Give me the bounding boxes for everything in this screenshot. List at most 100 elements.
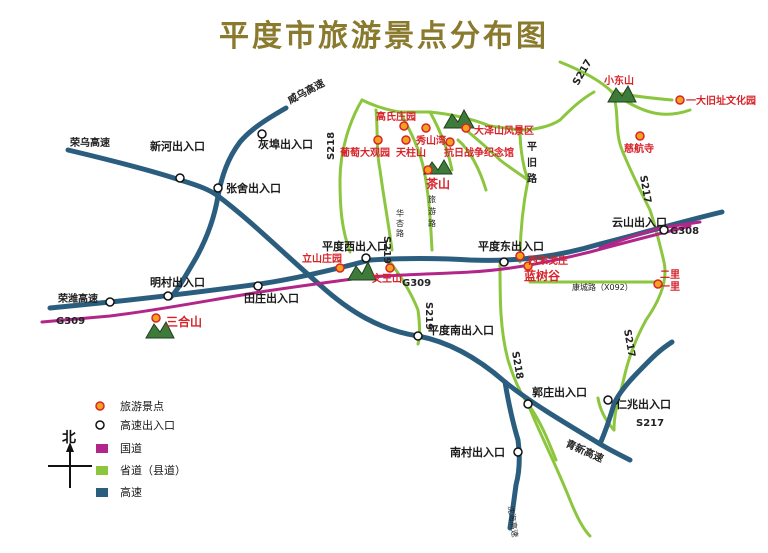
label-lvyou-1: 旅: [428, 194, 436, 204]
exit-guozhuang[interactable]: [523, 399, 533, 409]
exit-rongwei[interactable]: [105, 297, 115, 307]
spot-tianzhu[interactable]: [401, 135, 411, 145]
label-spot-dazeshan: 大泽山风景区: [474, 124, 534, 137]
spot-lishan[interactable]: [335, 263, 345, 273]
label-spot-lanshu: 蓝树谷: [524, 268, 561, 283]
exit-pingdunan[interactable]: [413, 331, 423, 341]
mountain-icon: [145, 320, 175, 339]
exit-pingdudong[interactable]: [499, 257, 509, 267]
label-pingjiu-3: 路: [527, 172, 538, 185]
label-g309-center: G309: [402, 278, 431, 289]
label-exit-guozhuang: 郭庄出入口: [532, 385, 587, 399]
label-lvyou-2: 游: [428, 206, 436, 216]
exit-mingcun[interactable]: [163, 291, 173, 301]
exit-zhangshe[interactable]: [213, 183, 223, 193]
label-exit-zhangshe: 张舍出入口: [226, 181, 281, 195]
exit-pingduxi[interactable]: [361, 253, 371, 263]
label-huaxin-1: 华: [396, 208, 404, 218]
compass: 北: [48, 430, 92, 488]
label-exit-xinhe: 新河出入口: [150, 139, 205, 153]
label-spot-erli: 二里 一里: [660, 269, 680, 293]
label-spot-lishan: 立山庄园: [302, 252, 342, 265]
spot-chashan[interactable]: [423, 165, 433, 175]
spot-putao[interactable]: [373, 135, 383, 145]
legend-spot-icon: [95, 401, 105, 411]
label-pingjiu-1: 平: [527, 141, 537, 153]
label-spot-xisongge: 西宋戈庄: [528, 254, 568, 267]
exit-xinhe[interactable]: [175, 173, 185, 183]
exit-huibu[interactable]: [257, 129, 267, 139]
label-spot-erli-2: 一里: [660, 281, 680, 293]
label-spot-xiushan: 秀山湾: [415, 134, 446, 147]
exit-nancun[interactable]: [513, 447, 523, 457]
label-exit-renzhao: 仁兆出入口: [616, 397, 671, 411]
exit-tianzhuang[interactable]: [253, 281, 263, 291]
spot-sanhe[interactable]: [151, 313, 161, 323]
spot-gaoshi[interactable]: [399, 121, 409, 131]
spots: [151, 95, 685, 323]
label-spot-chashan: 茶山: [425, 176, 450, 191]
label-kangcheng: 康城路（X092）: [572, 282, 633, 292]
highway-rongwei: [47, 209, 725, 311]
road-g309: [40, 224, 692, 324]
legend-highway-swatch: [96, 488, 108, 497]
label-spot-wenwang: 文王山: [372, 272, 402, 285]
spot-xisongge[interactable]: [515, 251, 525, 261]
mountain-icon: [347, 260, 377, 281]
legend-item-highway: 高速: [120, 485, 142, 499]
label-lvyou-3: 路: [428, 218, 436, 228]
label-spot-yidajiuzhi: 一大旧址文化园: [686, 94, 756, 107]
spot-wenwang[interactable]: [385, 263, 395, 273]
highway-rongwu: [65, 147, 633, 463]
spot-yidajiuzhi[interactable]: [675, 95, 685, 105]
label-spot-gaoshi: 高氏庄园: [376, 110, 416, 123]
label-spot-tianzhu: 天柱山: [396, 146, 426, 159]
label-rongwei: 荣潍高速: [57, 292, 98, 305]
label-weiwu: 威乌高速: [285, 76, 326, 106]
label-spot-putao: 葡萄大观园: [339, 146, 390, 159]
spot-lanshu[interactable]: [523, 261, 533, 271]
spot-cihang[interactable]: [635, 131, 645, 141]
mountain-icon: [607, 84, 637, 103]
label-huaxin-2: 杏: [396, 218, 404, 228]
legend-provincial-swatch: [96, 466, 108, 475]
legend-item-spot: 旅游景点: [120, 399, 164, 413]
label-exit-pingdunan: 平度南出入口: [428, 323, 494, 337]
highways: [47, 105, 725, 531]
label-rongwu: 荣乌高速: [69, 136, 110, 149]
label-exit-mingcun: 明村出入口: [150, 275, 205, 289]
label-exit-pingdudong: 平度东出入口: [478, 239, 544, 253]
label-g309-west: G309: [56, 316, 85, 327]
highway-weiwu: [167, 105, 289, 301]
legend-national-swatch: [96, 444, 108, 453]
label-spot-xiaodong: 小东山: [603, 74, 634, 87]
label-exit-nancun: 南村出入口: [450, 445, 505, 459]
road-s218-north: [338, 98, 364, 254]
legend-item-provincial: 省道（县道）: [120, 463, 186, 477]
exit-yunshan[interactable]: [659, 225, 669, 235]
label-s219-south: S219: [423, 302, 434, 330]
label-lvyou: 旅 游 路: [428, 194, 436, 228]
compass-north: 北: [62, 430, 76, 446]
label-spot-erli-1: 二里: [660, 269, 680, 281]
label-huaxin: 华 杏 路: [396, 208, 404, 238]
legend: 旅游景点 高速出入口 国道 省道（县道） 高速: [95, 399, 186, 499]
spot-dazeshan[interactable]: [461, 123, 471, 133]
label-s217-north: S217: [571, 58, 595, 88]
label-shenhai: 沈海高速: [506, 505, 520, 538]
label-exit-huibu: 灰埠出入口: [258, 137, 313, 151]
exit-renzhao[interactable]: [603, 395, 613, 405]
label-g308: G308: [670, 226, 699, 237]
spot-kangzhan[interactable]: [445, 137, 455, 147]
label-s217-mid: S217: [637, 175, 653, 205]
spot-xiushan[interactable]: [421, 123, 431, 133]
spot-erli[interactable]: [653, 279, 663, 289]
label-s217-south: S217: [636, 418, 664, 429]
label-huaxin-3: 路: [396, 228, 404, 238]
label-s219: S219: [381, 236, 392, 264]
label-s218-south: S218: [509, 351, 525, 381]
label-exit-pingduxi: 平度西出入口: [322, 239, 388, 253]
label-s218-north: S218: [326, 132, 337, 160]
legend-item-national: 国道: [120, 441, 142, 455]
